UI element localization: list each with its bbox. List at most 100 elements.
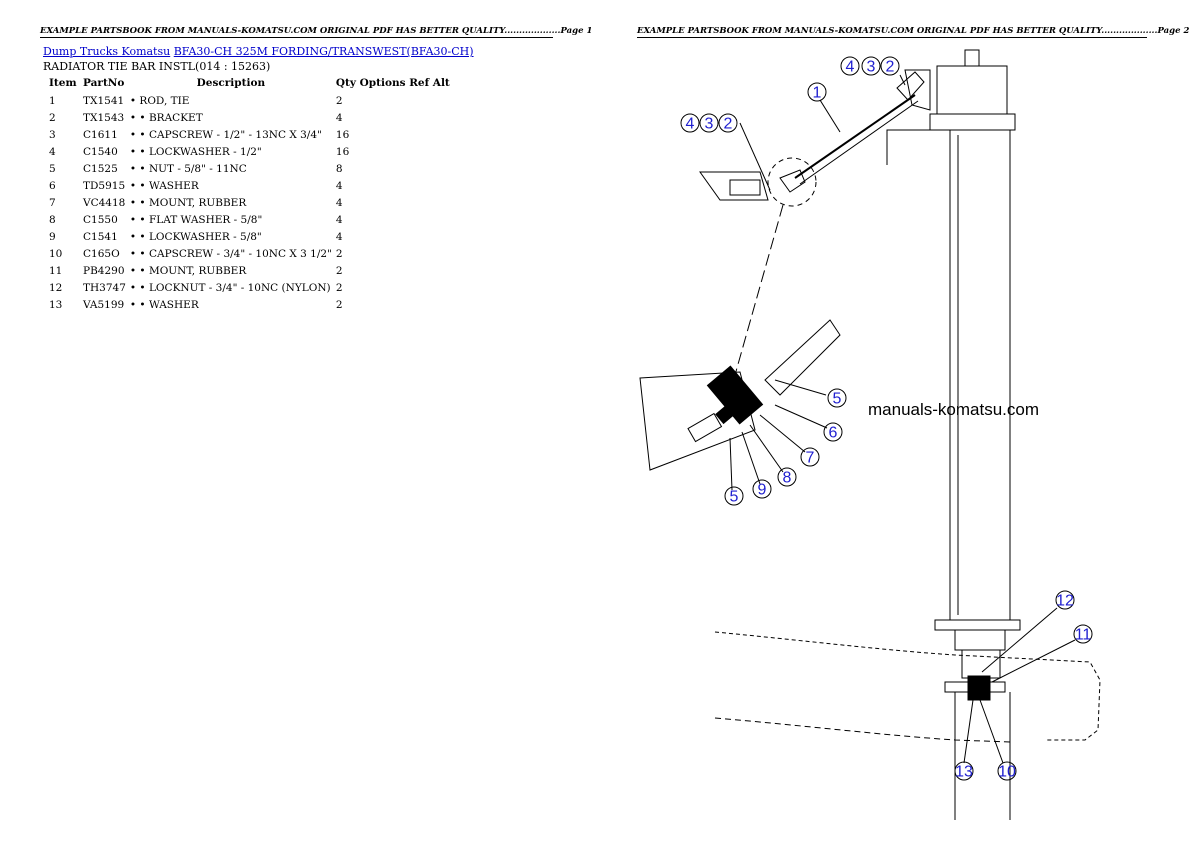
left-bracket xyxy=(699,171,769,201)
callout-number: 4 xyxy=(686,116,695,133)
leader-13 xyxy=(963,699,974,764)
tank-bracket xyxy=(886,129,930,165)
cell-description: • • LOCKWASHER - 5/8" xyxy=(129,230,262,243)
rod-end-left xyxy=(779,169,806,193)
callout-circle xyxy=(840,56,860,76)
cell-qty: 2 xyxy=(335,247,343,260)
cell-item: 4 xyxy=(49,145,56,158)
col-header-qty-options-ref-alt: Qty Options Ref Alt xyxy=(334,76,452,92)
leader-6 xyxy=(774,404,828,429)
cell-partno: TX1543 xyxy=(83,111,125,124)
leader-10 xyxy=(979,699,1004,764)
callout-8: 8 xyxy=(777,467,797,487)
top-bracket xyxy=(904,69,931,111)
callout-circle xyxy=(724,486,744,506)
cell-qty: 4 xyxy=(335,196,343,209)
cell-qty: 4 xyxy=(335,179,343,192)
callout-2: 2 xyxy=(880,56,900,76)
cell-description: • • LOCKNUT - 3/4" - 10NC (NYLON) xyxy=(129,281,331,294)
rod-end-top xyxy=(896,71,925,101)
callout-circle xyxy=(861,56,881,76)
leader-4-3-2-left xyxy=(739,122,771,191)
callout-circle xyxy=(718,113,738,133)
detail-bracket xyxy=(639,371,756,471)
cell-description: • • MOUNT, RUBBER xyxy=(129,196,247,209)
tie-rod-edge xyxy=(799,100,919,185)
leader-12 xyxy=(981,607,1058,673)
page-header-right: EXAMPLE PARTSBOOK FROM MANUALS-KOMATSU.C… xyxy=(637,26,1190,38)
cell-description: • ROD, TIE xyxy=(129,94,190,107)
col-header-description: Description xyxy=(196,76,266,89)
callout-number: 5 xyxy=(730,489,739,506)
cell-description: • • CAPSCREW - 1/2" - 13NC X 3/4" xyxy=(129,128,322,141)
cell-item: 12 xyxy=(49,281,63,294)
cell-qty: 2 xyxy=(335,94,343,107)
callout-number: 2 xyxy=(724,116,733,133)
bottom-flange xyxy=(934,619,1021,631)
tank-flange xyxy=(929,113,1016,131)
callout-circle xyxy=(823,422,843,442)
leader-11 xyxy=(991,639,1076,683)
cell-item: 7 xyxy=(49,196,56,209)
callout-1: 1 xyxy=(807,82,827,102)
cell-description: • • NUT - 5/8" - 11NC xyxy=(129,162,247,175)
callout-circle xyxy=(752,479,772,499)
leader-5-top xyxy=(774,379,827,396)
cell-qty: 2 xyxy=(335,281,343,294)
callout-circle xyxy=(680,113,700,133)
breadcrumb-link-model[interactable]: BFA30-CH 325M FORDING/TRANSWEST(BFA30-CH… xyxy=(173,45,474,58)
cell-qty: 2 xyxy=(335,298,343,311)
callout-number: 12 xyxy=(1056,593,1074,610)
cell-description: • • CAPSCREW - 3/4" - 10NC X 3 1/2" xyxy=(129,247,332,260)
callout-11: 11 xyxy=(1073,624,1093,644)
cell-item: 1 xyxy=(49,94,56,107)
parts-table: Item PartNo Description Qty Options Ref … xyxy=(43,76,452,313)
callout-6: 6 xyxy=(823,422,843,442)
leader-1 xyxy=(819,99,841,133)
callout-4: 4 xyxy=(680,113,700,133)
callout-12: 12 xyxy=(1055,590,1075,610)
callout-number: 3 xyxy=(867,59,876,76)
callout-circle xyxy=(880,56,900,76)
left-bracket-plate xyxy=(729,179,761,196)
cell-description: • • BRACKET xyxy=(129,111,203,124)
filler-neck xyxy=(964,49,980,67)
callout-circle xyxy=(777,467,797,487)
detail-rod xyxy=(764,319,841,396)
callout-13: 13 xyxy=(954,761,974,781)
callout-10: 10 xyxy=(997,761,1017,781)
cell-qty: 4 xyxy=(335,230,343,243)
callout-number: 3 xyxy=(705,116,714,133)
rubber-mount-lower xyxy=(967,675,991,701)
callout-7: 7 xyxy=(800,447,820,467)
frame-outline-lower xyxy=(714,717,1011,743)
radiator-core xyxy=(949,129,1011,621)
detail-rubber-mount-2 xyxy=(715,387,755,425)
callout-circle xyxy=(800,447,820,467)
callout-2: 2 xyxy=(718,113,738,133)
cell-qty: 4 xyxy=(335,111,343,124)
callout-3: 3 xyxy=(861,56,881,76)
cell-item: 6 xyxy=(49,179,56,192)
breadcrumb-link-category[interactable]: Dump Trucks Komatsu xyxy=(43,45,171,58)
callout-number: 11 xyxy=(1075,627,1092,644)
cell-partno: PB4290 xyxy=(83,264,125,277)
cell-partno: C1611 xyxy=(83,128,118,141)
callout-number: 7 xyxy=(806,450,815,467)
cell-item: 2 xyxy=(49,111,56,124)
callout-number: 10 xyxy=(998,764,1016,781)
cell-qty: 16 xyxy=(335,128,350,141)
detail-bolt-end xyxy=(687,412,723,443)
leader-7 xyxy=(759,414,806,453)
page-header-left: EXAMPLE PARTSBOOK FROM MANUALS-KOMATSU.C… xyxy=(40,26,593,38)
detail-rubber-mount-1 xyxy=(706,365,764,425)
callout-circle xyxy=(1055,590,1075,610)
